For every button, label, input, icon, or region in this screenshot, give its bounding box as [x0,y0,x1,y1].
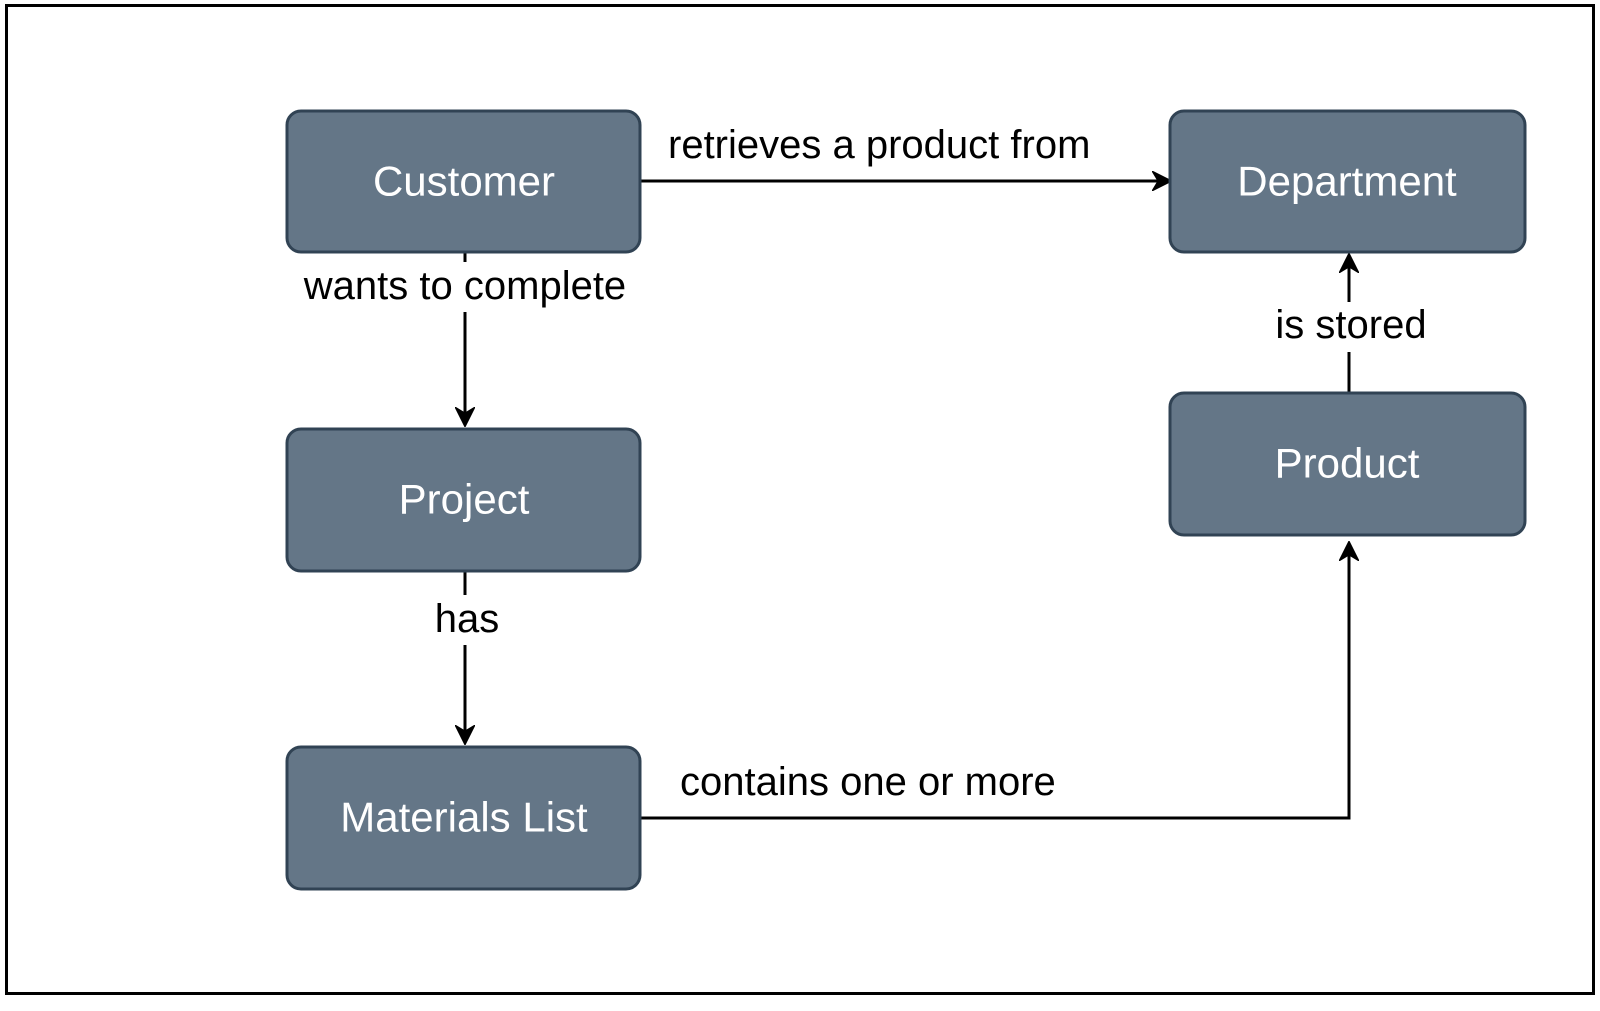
edge-project-to-materials: has [425,571,505,743]
edge-label-retrieves: retrieves a product from [668,123,1090,167]
edge-materials-to-product: contains one or more [640,543,1349,820]
node-project[interactable]: Project [285,427,642,573]
node-product[interactable]: Product [1168,391,1527,537]
edge-label-contains: contains one or more [680,760,1056,804]
node-customer[interactable]: Customer [285,109,642,254]
edge-label-has: has [435,597,500,641]
node-department[interactable]: Department [1168,109,1527,254]
edge-customer-to-project: wants to complete [290,252,640,425]
edge-label-is-stored: is stored [1275,303,1426,347]
node-materials-list-label: Materials List [340,794,588,841]
node-customer-label: Customer [373,158,555,205]
edge-label-bg [290,262,640,312]
edge-label-wants-to-complete: wants to complete [303,264,626,308]
node-project-label: Project [399,476,530,523]
edge-label-bg [1262,302,1437,352]
edge-line-materials-product [640,543,1349,820]
node-materials-list[interactable]: Materials List [285,745,642,891]
node-product-label: Product [1275,440,1420,487]
edge-label-bg [425,595,505,645]
edge-product-to-department: is stored [1262,255,1437,393]
node-department-label: Department [1237,158,1457,205]
edge-customer-to-department: retrieves a product from [640,123,1170,181]
